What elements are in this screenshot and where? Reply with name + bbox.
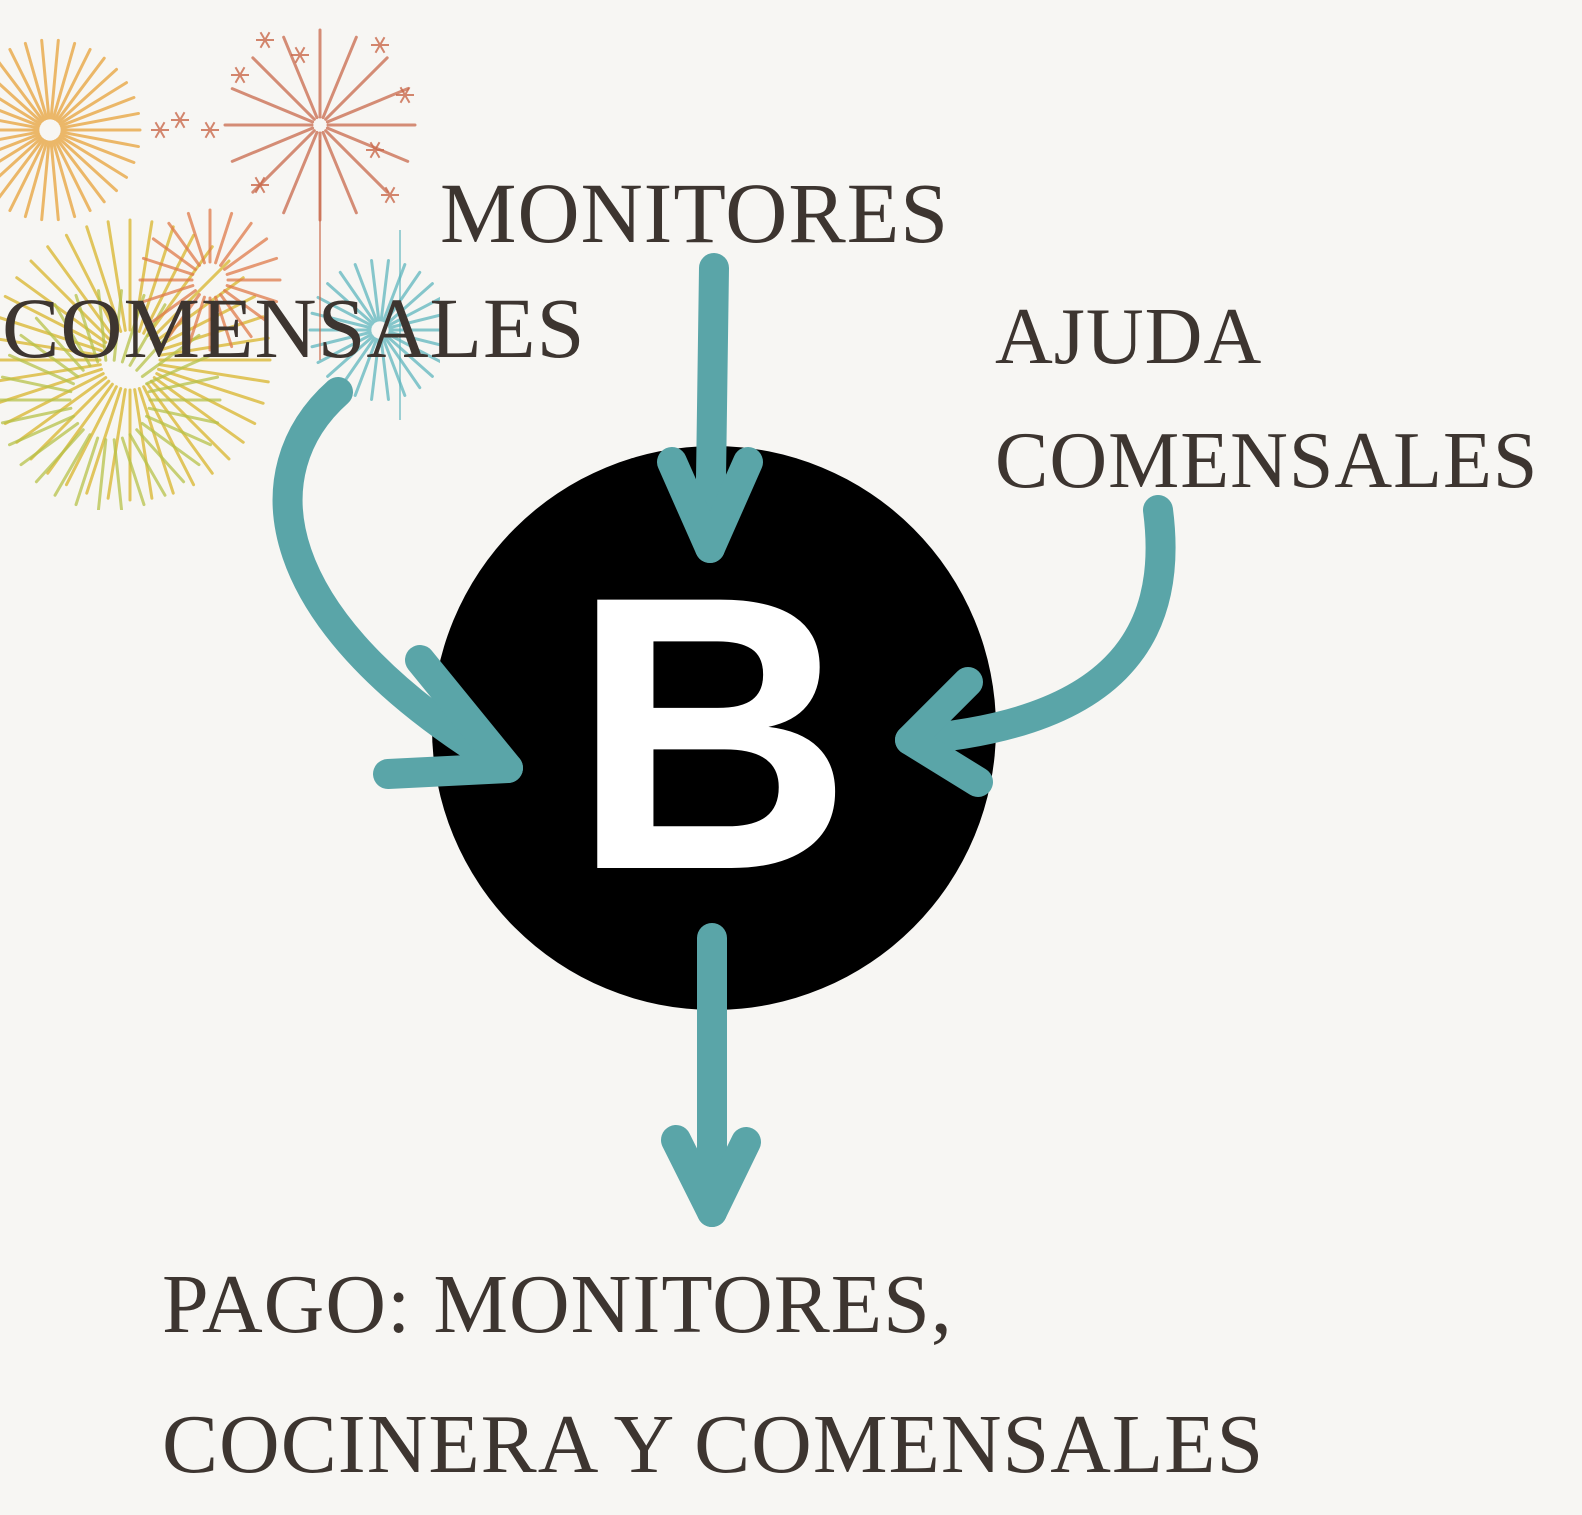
label-ayuda-line1: AJUDA xyxy=(995,293,1263,381)
label-ayuda-comensales: AJUDA COMENSALES xyxy=(995,275,1538,523)
center-letter: B xyxy=(571,515,853,951)
arrow-monitores xyxy=(695,253,729,563)
label-pago-line1: PAGO: MONITORES, xyxy=(162,1258,953,1351)
arrowhead-monitores xyxy=(657,447,763,563)
label-comensales: COMENSALES xyxy=(2,280,586,376)
center-circle xyxy=(432,446,996,1010)
arrow-comensales xyxy=(272,377,523,783)
arrowhead-ayuda xyxy=(895,667,993,797)
arrowhead-comensales xyxy=(373,645,523,789)
fireworks-icon xyxy=(0,28,440,510)
label-monitores: MONITORES xyxy=(440,165,950,261)
label-pago-line2: COCINERA Y COMENSALES xyxy=(162,1398,1265,1491)
arrowhead-pago xyxy=(661,1125,761,1227)
label-pago: PAGO: MONITORES, COCINERA Y COMENSALES xyxy=(162,1235,1264,1515)
label-ayuda-line2: COMENSALES xyxy=(995,417,1539,505)
flow-diagram: B xyxy=(272,253,1176,1227)
arrow-ayuda xyxy=(895,495,1176,755)
